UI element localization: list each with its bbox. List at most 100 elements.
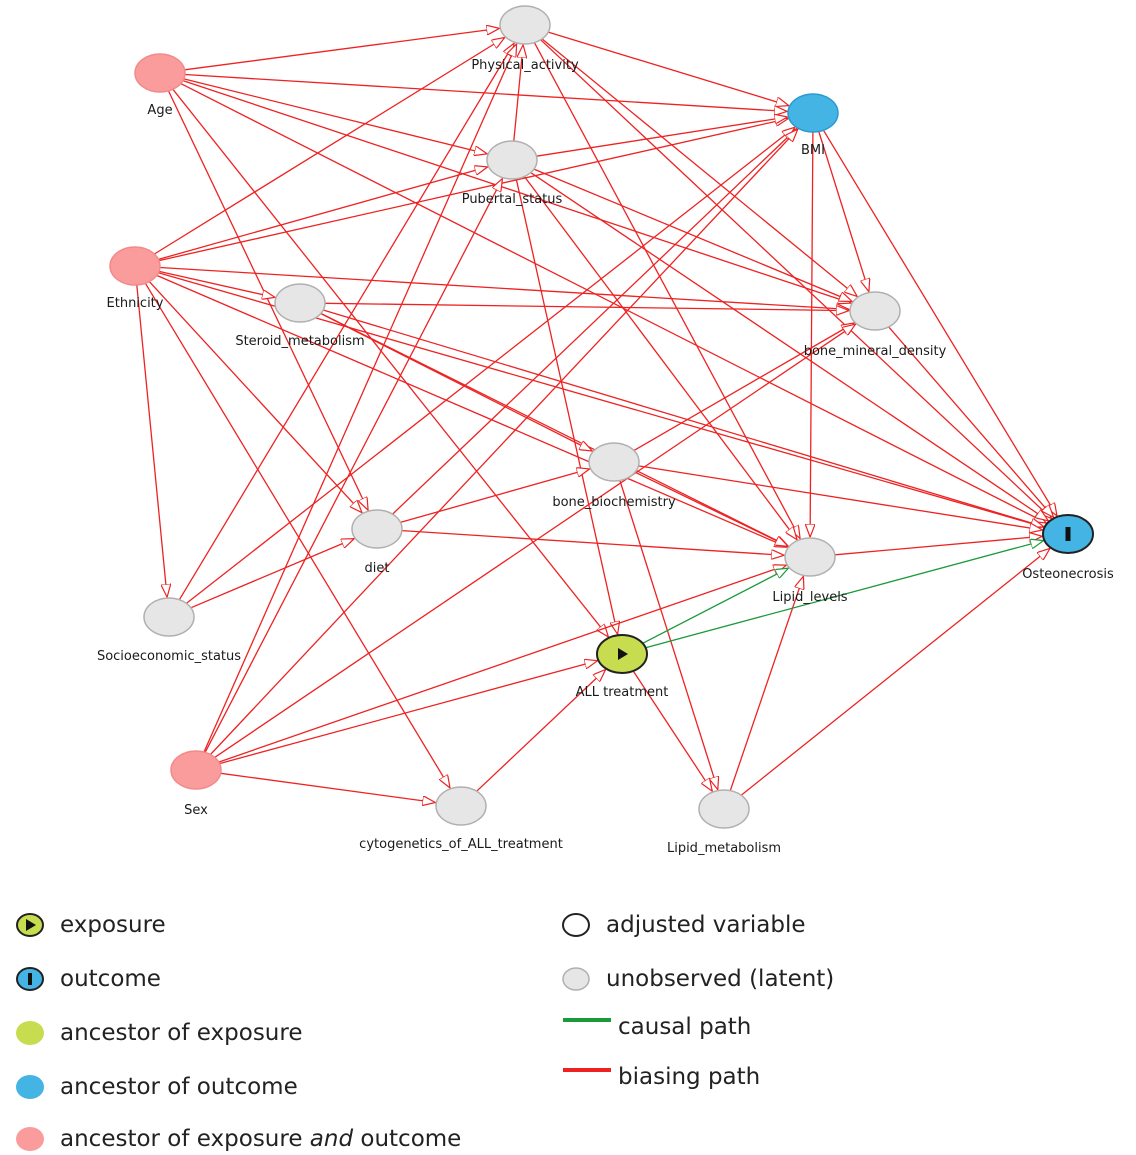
edge-diet-to-bone-biochemistry xyxy=(400,469,589,524)
edge-age-to-all-treatment xyxy=(172,88,609,637)
edge-ethnicity-to-bmi xyxy=(158,119,788,262)
edge-pubertal-status-to-osteonecrosis xyxy=(530,172,1049,521)
node-circle[interactable] xyxy=(588,442,640,482)
edge-bone-biochemistry-to-lipid-levels xyxy=(634,471,788,546)
legend-latent: unobserved (latent) xyxy=(556,964,834,994)
edge-pubertal-status-to-bmi xyxy=(536,117,788,157)
node-socioeconomic-status[interactable]: Socioeconomic_status xyxy=(97,597,241,664)
node-label: Lipid_levels xyxy=(772,590,847,605)
node-all-treatment[interactable]: ALL treatment xyxy=(576,634,669,700)
legend-causal-label: causal path xyxy=(618,1014,752,1040)
node-circle[interactable] xyxy=(109,246,161,286)
node-age[interactable]: Age xyxy=(134,53,186,118)
outcome-bar-icon xyxy=(1065,527,1071,541)
edge-bmi-to-osteonecrosis xyxy=(822,129,1058,516)
node-circle[interactable] xyxy=(274,283,326,323)
edge-steroid-metabolism-to-bone-biochemistry xyxy=(320,312,593,452)
node-circle[interactable] xyxy=(698,789,750,829)
node-circle[interactable] xyxy=(143,597,195,637)
edge-steroid-metabolism-to-lipid-levels xyxy=(320,312,788,546)
legend-outcome-label: outcome xyxy=(60,966,161,992)
node-label: Lipid_metabolism xyxy=(667,841,781,856)
edge-bone-biochemistry-to-bone-mineral-density xyxy=(633,323,854,452)
node-circle[interactable] xyxy=(486,140,538,180)
edge-cytogenetics-to-all-treatment xyxy=(476,670,606,792)
edge-sex-to-lipid-levels xyxy=(218,565,787,763)
node-lipid-metabolism[interactable]: Lipid_metabolism xyxy=(667,789,781,856)
node-lipid-levels[interactable]: Lipid_levels xyxy=(772,537,848,605)
edge-ethnicity-to-physical-activity xyxy=(154,38,504,255)
edge-sex-to-bmi xyxy=(210,129,798,755)
node-osteonecrosis[interactable]: Osteonecrosis xyxy=(1022,514,1114,582)
edge-physical-activity-to-lipid-levels xyxy=(533,42,800,539)
legend-biasing-label: biasing path xyxy=(618,1064,761,1090)
edge-pubertal-status-to-all-treatment xyxy=(515,178,617,635)
edge-socioeconomic-status-to-bmi xyxy=(185,127,794,604)
edge-sex-to-physical-activity xyxy=(203,44,517,753)
causal-path-symbol-icon xyxy=(563,1018,611,1022)
edge-physical-activity-to-osteonecrosis xyxy=(540,39,1052,519)
edge-sex-to-bone-mineral-density xyxy=(214,324,856,758)
ancestor-both-symbol-icon xyxy=(16,1127,44,1151)
legend-exposure: exposure xyxy=(10,910,166,940)
edge-steroid-metabolism-to-bone-mineral-density xyxy=(324,302,849,310)
legend-causal: causal path xyxy=(556,1012,751,1042)
node-circle[interactable] xyxy=(351,509,403,549)
node-physical-activity[interactable]: Physical_activity xyxy=(471,5,579,73)
node-label: diet xyxy=(365,561,390,576)
node-label: Osteonecrosis xyxy=(1022,567,1114,582)
node-circle[interactable] xyxy=(435,786,487,826)
node-circle[interactable] xyxy=(499,5,551,45)
node-label: BMI xyxy=(801,143,825,158)
play-icon xyxy=(618,648,628,660)
node-pubertal-status[interactable]: Pubertal_status xyxy=(462,140,563,207)
edges xyxy=(136,28,1058,802)
node-circle[interactable] xyxy=(170,750,222,790)
node-label: Socioeconomic_status xyxy=(97,649,241,664)
edge-socioeconomic-status-to-diet xyxy=(190,539,354,609)
node-circle[interactable] xyxy=(787,93,839,133)
node-sex[interactable]: Sex xyxy=(170,750,222,818)
node-cytogenetics[interactable]: cytogenetics_of_ALL_treatment xyxy=(359,786,563,852)
legend-ancestor-both: ancestor of exposure and outcome xyxy=(10,1124,461,1154)
legend-ancestor-both-label: ancestor of exposure and outcome xyxy=(60,1126,462,1152)
edge-sex-to-pubertal-status xyxy=(204,179,502,753)
node-ethnicity[interactable]: Ethnicity xyxy=(107,246,164,311)
edge-pubertal-status-to-lipid-levels xyxy=(523,176,797,540)
edge-diet-to-lipid-levels xyxy=(401,529,784,556)
outcome-symbol-icon xyxy=(16,967,44,991)
legend-ancestor-exposure: ancestor of exposure xyxy=(10,1018,302,1048)
node-label: Physical_activity xyxy=(471,58,579,73)
node-steroid-metabolism[interactable]: Steroid_metabolism xyxy=(235,283,365,349)
legend-latent-label: unobserved (latent) xyxy=(606,966,835,992)
node-label: Steroid_metabolism xyxy=(235,334,364,349)
edge-age-to-diet xyxy=(167,90,369,510)
edge-bone-mineral-density-to-osteonecrosis xyxy=(888,326,1054,518)
edge-ethnicity-to-diet xyxy=(148,281,362,513)
edge-all-treatment-to-osteonecrosis xyxy=(645,541,1044,649)
edge-bmi-to-lipid-levels xyxy=(810,131,813,537)
edge-lipid-metabolism-to-osteonecrosis xyxy=(740,548,1050,796)
node-bone-mineral-density[interactable]: bone_mineral_density xyxy=(804,291,947,359)
node-bone-biochemistry[interactable]: bone_biochemistry xyxy=(552,442,676,510)
edge-sex-to-cytogenetics xyxy=(220,772,436,802)
ancestor-outcome-symbol-icon xyxy=(16,1075,44,1099)
node-label: Age xyxy=(147,103,172,118)
node-circle[interactable] xyxy=(849,291,901,331)
node-circle[interactable] xyxy=(784,537,836,577)
node-label: bone_biochemistry xyxy=(552,495,676,510)
legend-adjusted-label: adjusted variable xyxy=(606,912,806,938)
edge-ethnicity-to-bone-mineral-density xyxy=(159,266,849,310)
node-label: ALL treatment xyxy=(576,685,669,700)
node-diet[interactable]: diet xyxy=(351,509,403,576)
edge-sex-to-all-treatment xyxy=(219,661,598,765)
node-bmi[interactable]: BMI xyxy=(787,93,839,158)
edge-all-treatment-to-lipid-metabolism xyxy=(632,670,712,791)
edge-all-treatment-to-lipid-levels xyxy=(642,568,789,644)
legend-biasing: biasing path xyxy=(556,1062,760,1092)
node-label: cytogenetics_of_ALL_treatment xyxy=(359,837,563,852)
edge-ethnicity-to-lipid-levels xyxy=(156,274,788,547)
node-label: Pubertal_status xyxy=(462,192,563,207)
node-circle[interactable] xyxy=(134,53,186,93)
